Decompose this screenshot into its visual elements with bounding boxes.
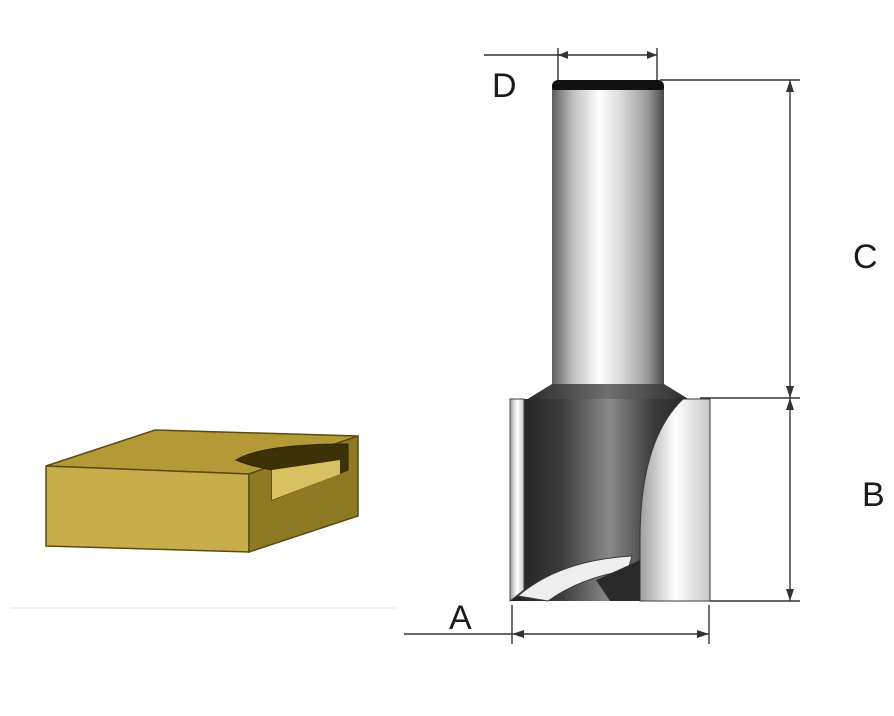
dim-c-arrow-top: [786, 80, 794, 92]
dim-label-b: B: [862, 476, 885, 514]
dim-label-c: C: [853, 238, 878, 276]
dim-b-arrow-top: [786, 398, 794, 410]
dim-label-d: D: [492, 67, 517, 105]
straight-router-bit-icon: [509, 80, 711, 603]
dimension-lines: [404, 48, 800, 644]
left-flute: [509, 398, 525, 603]
dim-b-arrow-bottom: [786, 589, 794, 601]
dim-d-arrow-right: [647, 51, 657, 59]
dim-label-a: A: [449, 599, 472, 637]
bottom-cutting-edge-shadow: [596, 560, 640, 601]
dim-d-arrow-left: [558, 51, 568, 59]
dim-a-arrow-right: [697, 630, 709, 638]
grooved-wood-block-icon: [10, 429, 395, 609]
dim-c-arrow-bottom: [786, 386, 794, 398]
shank-collar: [526, 384, 690, 400]
shank-body: [552, 90, 664, 386]
workpiece-groove-floor: [272, 460, 340, 500]
bottom-cutting-edge: [516, 555, 633, 602]
dim-a-arrow-left: [512, 630, 524, 638]
workpiece-front-face: [45, 465, 250, 553]
